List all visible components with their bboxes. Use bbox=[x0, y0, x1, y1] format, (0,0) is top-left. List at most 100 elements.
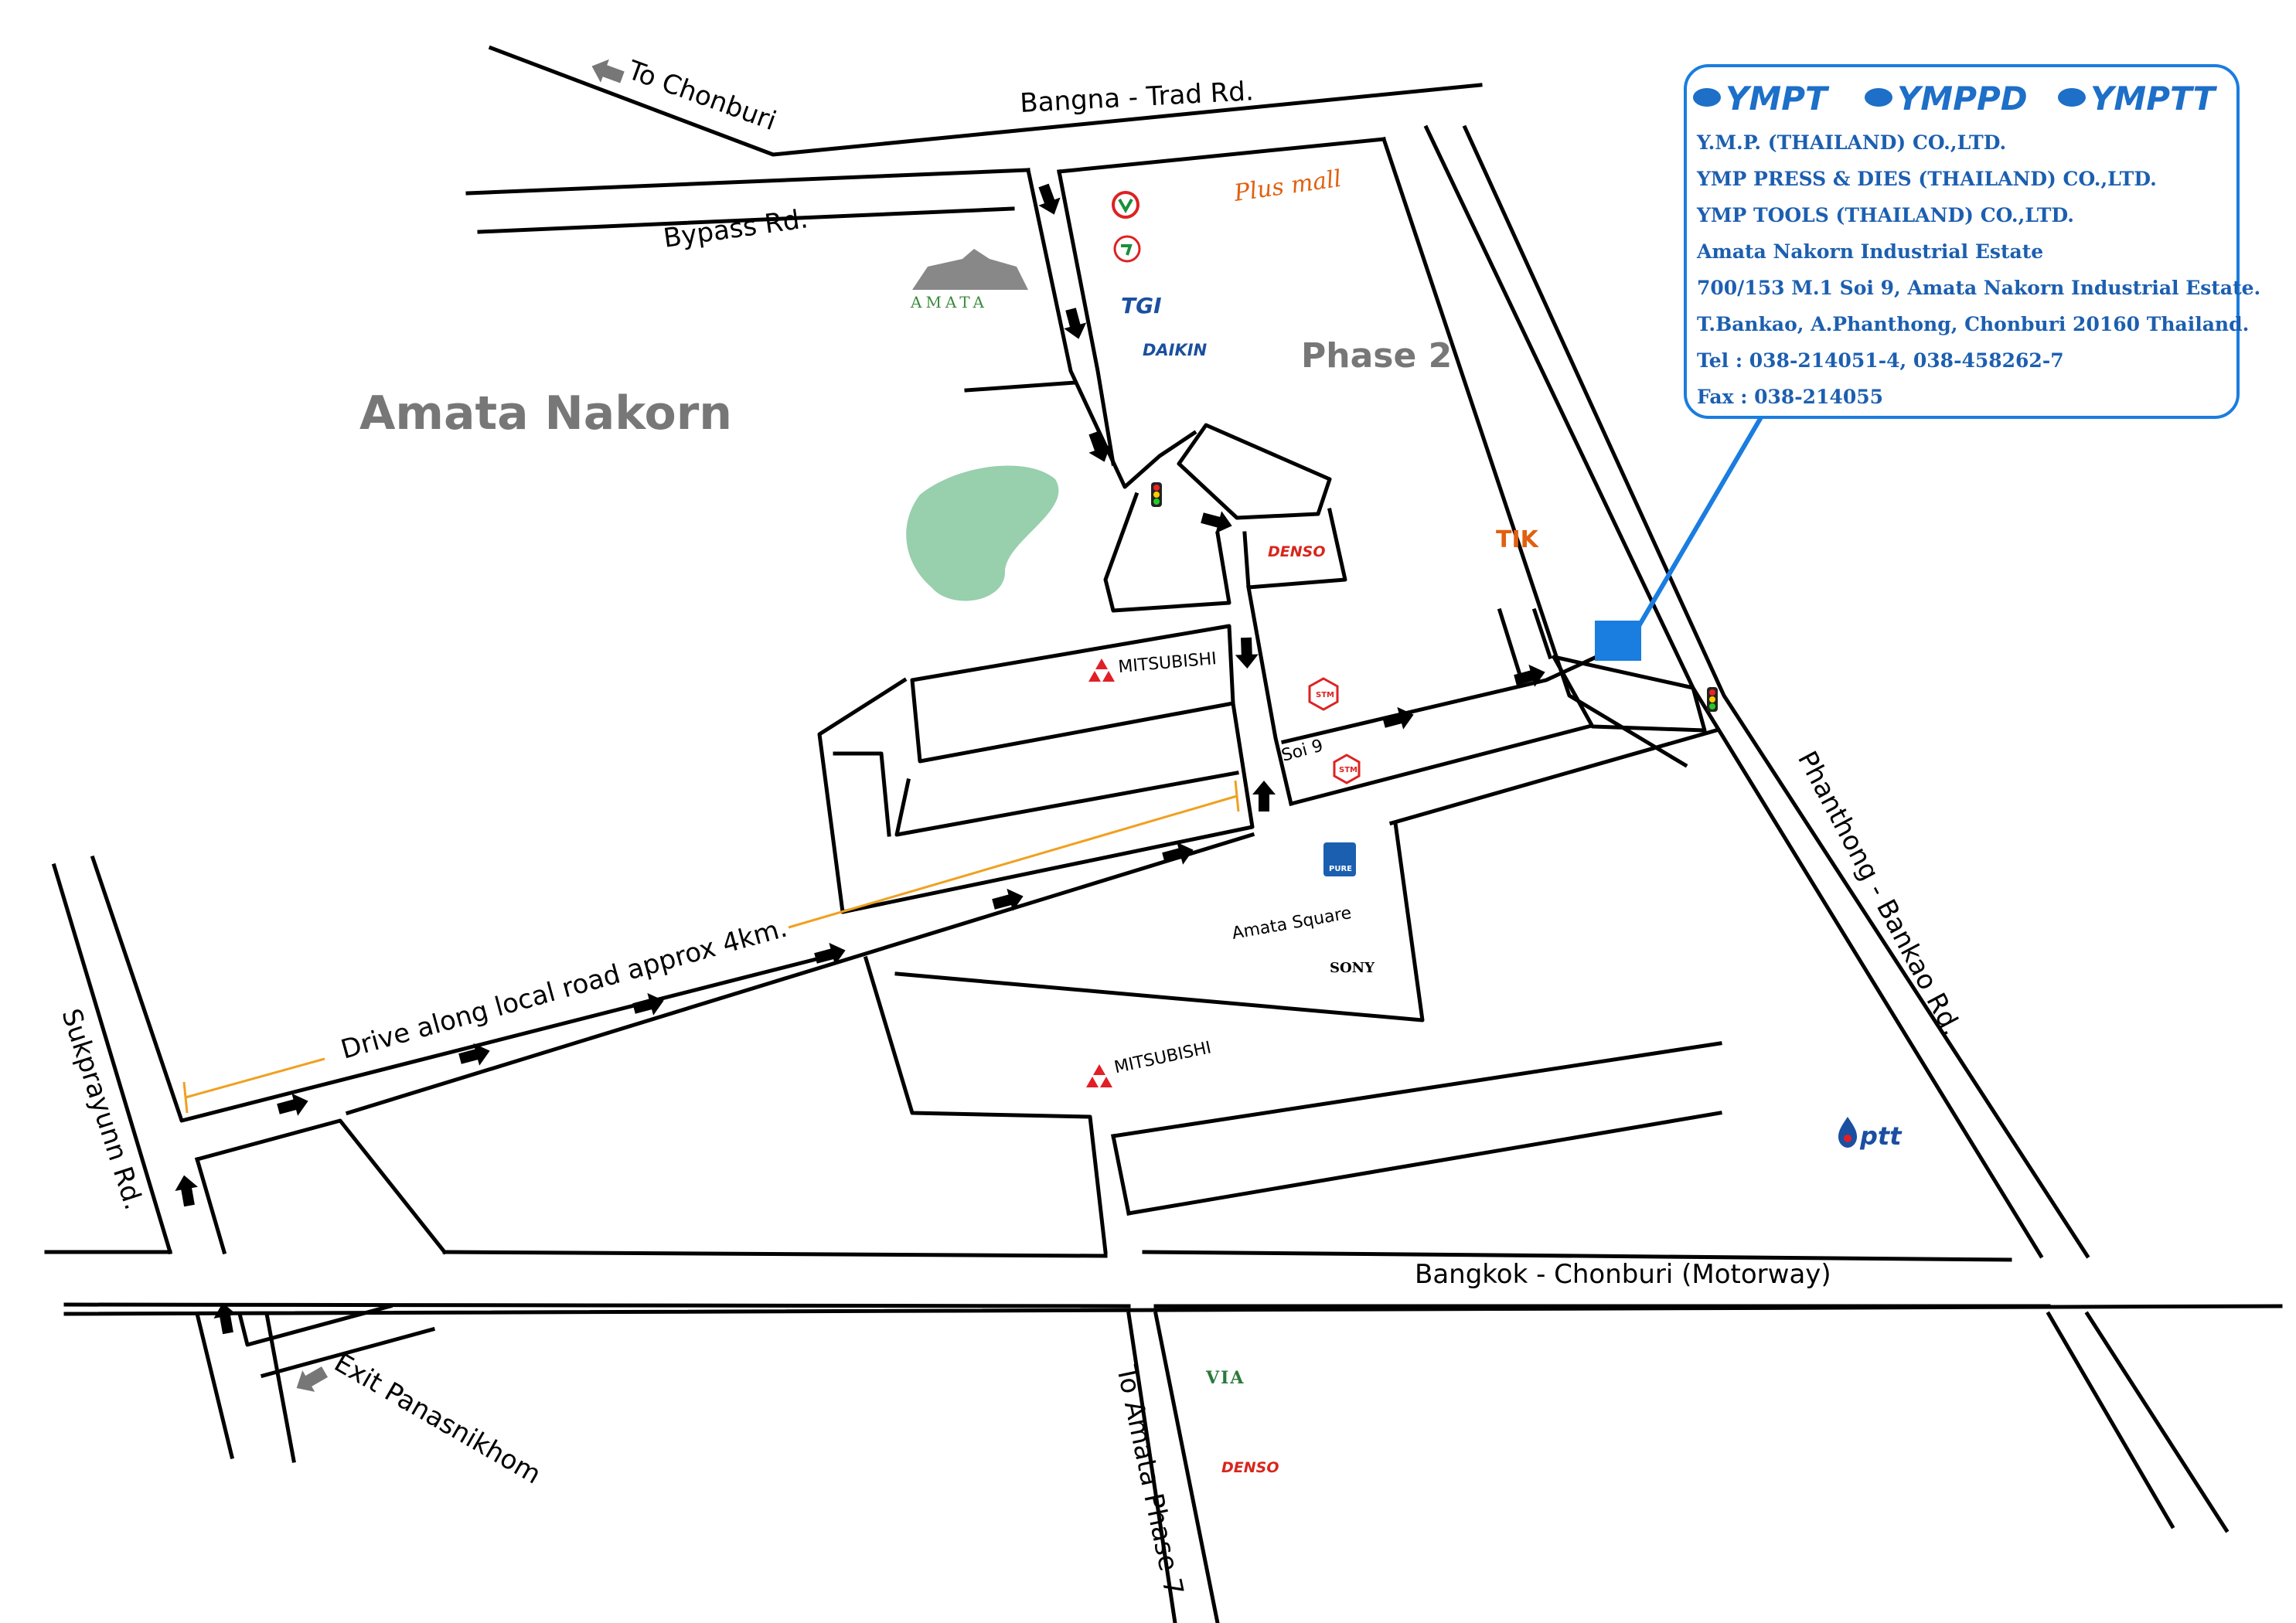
ympt-logo: YMPT bbox=[1725, 80, 1830, 117]
traffic-light-green bbox=[1153, 498, 1160, 505]
road-west-block bbox=[194, 1118, 448, 1255]
traffic-light-green bbox=[1709, 703, 1715, 709]
stm-badge-icon bbox=[1333, 754, 1361, 784]
road-west-block-side bbox=[194, 1156, 227, 1255]
road-soi9-spur-b bbox=[1531, 607, 1553, 660]
road-phanthong-east-edge bbox=[1462, 124, 2090, 1259]
road-phase2-boundary bbox=[1381, 136, 1688, 768]
info-line-ymp-press-dies: YMP PRESS & DIES (THAILAND) CO.,LTD. bbox=[1696, 168, 2157, 190]
arrow-icon bbox=[213, 1302, 237, 1335]
lake bbox=[906, 465, 1059, 601]
road-motorway-frontage-east bbox=[1142, 1250, 2012, 1262]
label-phase2: Phase 2 bbox=[1301, 336, 1452, 376]
road-loop-north bbox=[1177, 423, 1332, 520]
company-info-callout bbox=[1684, 64, 2240, 419]
info-line-fax: Fax : 038-214055 bbox=[1697, 386, 1883, 408]
stm-logo: STM bbox=[1308, 677, 1339, 711]
info-line-telephone: Tel : 038-214051-4, 038-458262-7 bbox=[1697, 349, 2064, 372]
ymppd-logo: YMPPD bbox=[1897, 80, 2028, 117]
company-info-lines: Y.M.P. (THAILAND) CO.,LTD. YMP PRESS & D… bbox=[1696, 131, 2260, 408]
arrow-icon bbox=[1514, 664, 1545, 687]
daikin-logo: DAIKIN bbox=[1143, 341, 1208, 359]
stm-logo-text: STM bbox=[1339, 766, 1358, 774]
road-exit-west-edge bbox=[194, 1311, 235, 1460]
road-bangna-east bbox=[1057, 137, 1386, 174]
denso-logo: DENSO bbox=[1268, 543, 1326, 560]
sony-logo: SONY bbox=[1330, 960, 1375, 976]
stm-badge-icon bbox=[1308, 677, 1339, 711]
info-line-ymp-thailand: Y.M.P. (THAILAND) CO.,LTD. bbox=[1696, 131, 2006, 154]
arrow-icon bbox=[458, 1043, 490, 1066]
mitsubishi-logo: MITSUBISHI bbox=[1086, 1038, 1213, 1087]
road-phase7-west-edge bbox=[1126, 1312, 1177, 1623]
direction-arrows bbox=[175, 183, 1545, 1335]
road-phanthong-south-west bbox=[2046, 1311, 2175, 1529]
pure-logo: PURE bbox=[1323, 842, 1356, 876]
road-exit-ramp-lower bbox=[260, 1326, 436, 1379]
arrow-icon bbox=[1382, 706, 1414, 730]
stm-logo-text: STM bbox=[1316, 691, 1334, 699]
road-south-grid-west bbox=[1111, 1134, 1131, 1216]
arrow-icon bbox=[1088, 430, 1111, 462]
mitsubishi-logo-text: MITSUBISHI bbox=[1117, 649, 1217, 677]
plus-mall-logo: Plus mall bbox=[1231, 165, 1343, 207]
road-local-north-edge bbox=[90, 855, 823, 1123]
pure-logo-text: PURE bbox=[1329, 865, 1352, 873]
mitsubishi-diamond-icon bbox=[1086, 1064, 1112, 1087]
road-local-south-edge bbox=[345, 832, 1255, 1116]
mitsubishi-logo: MITSUBISHI bbox=[1088, 649, 1218, 682]
road-bypass-south-edge bbox=[477, 206, 1015, 234]
label-drive-distance: Drive along local road approx 4km. bbox=[338, 913, 791, 1066]
arrow-icon bbox=[296, 1366, 328, 1392]
road-south-grid-south bbox=[1126, 1111, 1722, 1216]
callout-logos: YMPT YMPPD YMPTT bbox=[1693, 80, 2218, 117]
road-network bbox=[44, 45, 2283, 1623]
via-logo: VIA bbox=[1205, 1368, 1245, 1388]
ptt-logo: ptt bbox=[1838, 1117, 1903, 1151]
arrow-icon bbox=[632, 992, 664, 1016]
arrow-icon bbox=[1162, 842, 1194, 865]
road-loop-west bbox=[1103, 492, 1231, 613]
traffic-light-icon bbox=[1707, 687, 1718, 712]
traffic-light-icon bbox=[1151, 482, 1162, 507]
traffic-light-red bbox=[1153, 485, 1160, 491]
road-local-east bbox=[1388, 727, 1719, 826]
road-mitsubishi-block bbox=[910, 624, 1235, 764]
callout-leader-line bbox=[1637, 416, 1763, 628]
road-phase7-east-edge bbox=[1153, 1312, 1220, 1623]
amata-logo: AMATA bbox=[910, 249, 1028, 311]
ptt-drop-inner bbox=[1844, 1135, 1851, 1142]
bank-logo-icon bbox=[1112, 191, 1139, 219]
road-amata-square-block bbox=[894, 821, 1425, 1022]
road-phase2-inner bbox=[1057, 169, 1116, 466]
arrow-icon bbox=[1038, 183, 1061, 215]
road-site-block bbox=[1552, 655, 1707, 733]
pt-logo-icon bbox=[1113, 235, 1141, 263]
road-central-stub bbox=[833, 751, 891, 837]
arrow-icon bbox=[814, 942, 846, 965]
info-line-district: T.Bankao, A.Phanthong, Chonburi 20160 Th… bbox=[1697, 313, 2249, 335]
arrow-icon bbox=[277, 1093, 308, 1116]
bank-logo-mark bbox=[1118, 199, 1133, 214]
road-bypass-north-edge bbox=[465, 168, 1030, 196]
arrow-icon bbox=[591, 59, 625, 83]
distance-tick-east bbox=[1234, 780, 1240, 812]
info-line-address: 700/153 M.1 Soi 9, Amata Nakorn Industri… bbox=[1697, 277, 2260, 299]
label-amata-nakorn: Amata Nakorn bbox=[359, 386, 732, 441]
mitsubishi-logo-text: MITSUBISHI bbox=[1112, 1038, 1213, 1077]
road-motorway-south-edge bbox=[63, 1304, 2283, 1316]
road-soi9-north-edge bbox=[1280, 654, 1599, 745]
arrow-icon bbox=[992, 888, 1024, 911]
mitsubishi-diamond-icon bbox=[1088, 658, 1115, 682]
road-soi9-west bbox=[1246, 585, 1294, 807]
company-location-marker[interactable] bbox=[1595, 621, 1641, 661]
road-side-branch bbox=[964, 380, 1077, 393]
arrow-icon bbox=[1235, 637, 1259, 669]
ymppd-globe-icon bbox=[1865, 88, 1892, 107]
exit-arrows bbox=[296, 59, 625, 1392]
road-exit-ramp bbox=[237, 1303, 393, 1347]
road-central-inner bbox=[894, 771, 1239, 837]
traffic-light-red bbox=[1709, 689, 1715, 696]
tik-logo: TIK bbox=[1496, 526, 1540, 553]
